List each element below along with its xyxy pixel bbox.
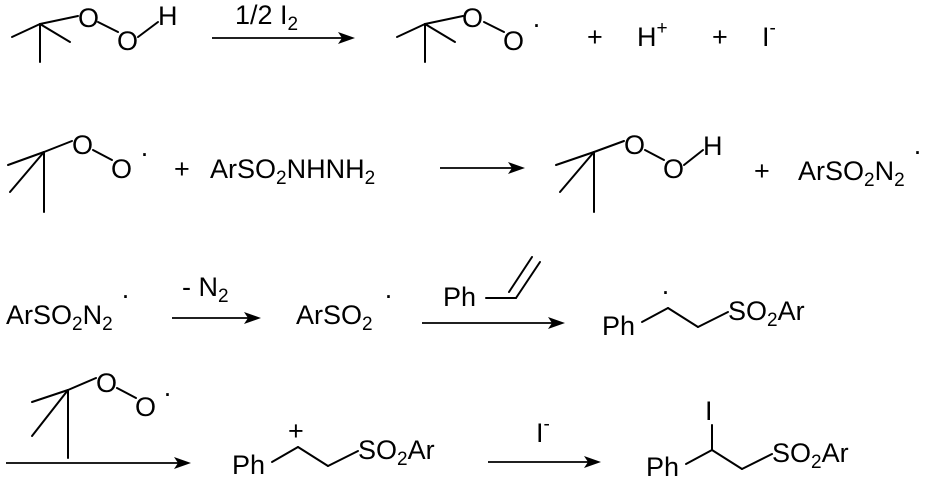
tert-butyl-hydroperoxide-structure: O O H [555,130,723,213]
oxygen-atom: O [117,26,138,56]
oxygen-atom: O [96,368,117,398]
o-o-bond [116,387,137,399]
double-bond [508,256,533,293]
phenyl-group: Ph [443,282,476,312]
reaction-arrow [440,162,525,174]
o-o-bond [92,149,113,161]
hydrogen-atom: H [158,1,178,31]
methyl-bond [9,151,45,193]
tert-butyl-hydroperoxide-structure: O O H [11,1,178,63]
row-2: O O · + ArSO2NHNH2 O O H + ArSO2N2 · [7,130,922,213]
c-o-bond [67,377,97,391]
radical-dot: · [140,138,149,168]
o-o-bond [97,21,119,33]
tert-butylperoxyl-radical-structure: O O · [396,3,541,63]
reaction-arrow [6,457,191,469]
chain-bond [697,311,729,328]
oxygen-atom: O [462,3,483,33]
sulfonyl-group: SO2Ar [728,296,805,331]
radical-dot: · [661,276,670,306]
methyl-bond [39,23,71,43]
double-bond [515,261,541,299]
methyl-bond [31,389,69,437]
iodine-atom: I [705,396,713,426]
chain-bond [641,307,669,323]
plus-sign: + [174,154,190,184]
sulfonyl-group: SO2Ar [772,438,849,473]
oxygen-atom: O [624,130,645,160]
o-o-bond [644,149,665,161]
radical-dot: · [121,280,130,310]
o-h-bond [683,149,704,166]
chain-bond [271,446,299,463]
tert-butylperoxyl-radical-structure: O O · [7,130,149,213]
chain-bond [297,446,329,467]
styrene-reagent: Ph [443,256,541,312]
radical-dot: · [532,9,541,39]
reaction-arrow [422,317,565,329]
iodide-ion: I- [762,18,776,52]
oxygen-atom: O [111,154,132,184]
c-o-bond [39,15,79,25]
radical-dot: · [913,136,922,166]
phenyl-group: Ph [646,452,679,482]
c-o-bond [43,140,73,153]
aryl-sulfonyl-diazenyl-radical: ArSO2N2 · [6,280,130,335]
reaction-arrow [212,32,355,44]
reagent-half-iodine: 1/2 I2 [235,0,298,35]
iodide-reagent: I- [536,414,550,448]
row-3: ArSO2N2 · - N2 ArSO2 · Ph Ph · [6,256,805,341]
row-1: O O H 1/2 I2 O O · + H+ + I- [11,0,776,63]
chain-bond [711,449,743,470]
oxygen-atom: O [135,392,156,422]
c-o-bond [593,140,625,153]
svg-text:ArSO2: ArSO2 [296,300,373,335]
phenyl-group: Ph [232,450,265,480]
oxygen-atom: O [503,26,524,56]
hydrogen-atom: H [703,131,723,161]
cation-charge: + [288,416,304,446]
reaction-arrow [488,456,601,468]
c-o-bond [424,15,464,25]
loss-of-nitrogen-label: - N2 [182,272,229,307]
plus-sign: + [754,156,770,186]
svg-text:ArSO2N2: ArSO2N2 [798,156,905,191]
iodosulfone-product: Ph I SO2Ar [646,396,849,482]
methyl-bond [7,151,45,166]
sulfonyl-group: SO2Ar [358,435,435,470]
methyl-bond [31,389,69,403]
chain-bond [667,307,699,328]
radical-dot: · [163,378,172,408]
benzylic-cation: Ph + SO2Ar [232,416,435,480]
plus-sign: + [587,22,603,52]
chain-bond [741,453,773,470]
benzylic-radical-product: Ph · SO2Ar [602,276,805,341]
plus-sign: + [712,22,728,52]
methyl-bond [559,151,595,193]
methyl-bond [396,23,426,38]
methyl-bond [424,23,456,43]
oxygen-atom: O [78,3,99,33]
methyl-bond [555,151,595,166]
o-o-bond [483,21,505,33]
reaction-arrow [172,312,261,324]
radical-dot: · [384,280,393,310]
aryl-sulfonyl-radical: ArSO2 · [296,280,393,335]
chain-bond [327,450,359,467]
tert-butylperoxyl-radical-reagent: O O · [31,368,172,459]
row-4: O O · Ph + SO2Ar I- Ph I [6,368,849,482]
aryl-sulfonyl-hydrazide: ArSO2NHNH2 [210,154,375,189]
aryl-sulfonyl-diazenyl-radical: ArSO2N2 · [798,136,922,191]
svg-text:ArSO2N2: ArSO2N2 [6,300,113,335]
methyl-bond [11,23,41,38]
o-h-bond [137,21,159,38]
phenyl-group: Ph [602,311,635,341]
oxygen-atom: O [663,154,684,184]
chain-bond [685,449,713,465]
proton: H+ [637,18,668,52]
oxygen-atom: O [72,130,93,160]
